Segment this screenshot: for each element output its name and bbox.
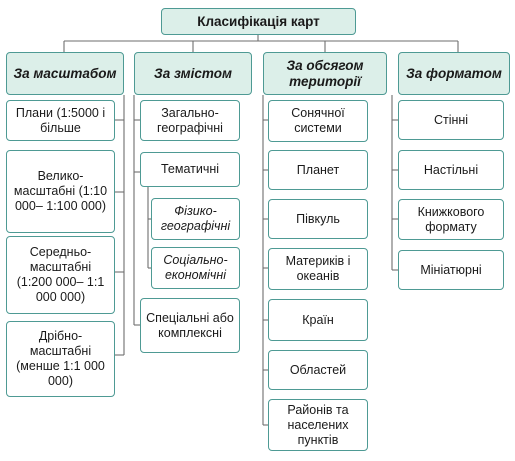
item-miniature: Мініатюрні bbox=[398, 250, 504, 290]
item-planets: Планет bbox=[268, 150, 368, 190]
header-by-territory: За обсягом території bbox=[263, 52, 387, 95]
item-large-scale: Велико-масштабні (1:10 000– 1:100 000) bbox=[6, 150, 115, 233]
header-by-content: За змістом bbox=[134, 52, 252, 95]
item-special-complex: Спеціальні або комплексні bbox=[140, 298, 240, 353]
item-continents-oceans: Материків і океанів bbox=[268, 248, 368, 290]
item-medium-scale: Середньо-масштабні (1:200 000– 1:1 000 0… bbox=[6, 236, 115, 314]
item-general-geographic: Загально-географічні bbox=[140, 100, 240, 141]
item-regions: Областей bbox=[268, 350, 368, 390]
diagram-title: Класифікація карт bbox=[161, 8, 356, 35]
header-by-format: За форматом bbox=[398, 52, 510, 95]
item-hemispheres: Півкуль bbox=[268, 199, 368, 239]
item-countries: Країн bbox=[268, 299, 368, 341]
item-small-scale: Дрібно-масштабні (менше 1:1 000 000) bbox=[6, 321, 115, 397]
item-wall: Стінні bbox=[398, 100, 504, 140]
item-plans: Плани (1:5000 і більше bbox=[6, 100, 115, 141]
item-book-format: Книжкового формату bbox=[398, 199, 504, 240]
item-socio-economic: Соціально-економічні bbox=[151, 247, 240, 289]
item-desk: Настільні bbox=[398, 150, 504, 190]
header-by-scale: За масштабом bbox=[6, 52, 124, 95]
item-solar-system: Сонячної системи bbox=[268, 100, 368, 142]
item-thematic: Тематичні bbox=[140, 152, 240, 187]
item-districts-settlements: Районів та населених пунктів bbox=[268, 399, 368, 451]
item-physical-geographic: Фізико-географічні bbox=[151, 198, 240, 240]
